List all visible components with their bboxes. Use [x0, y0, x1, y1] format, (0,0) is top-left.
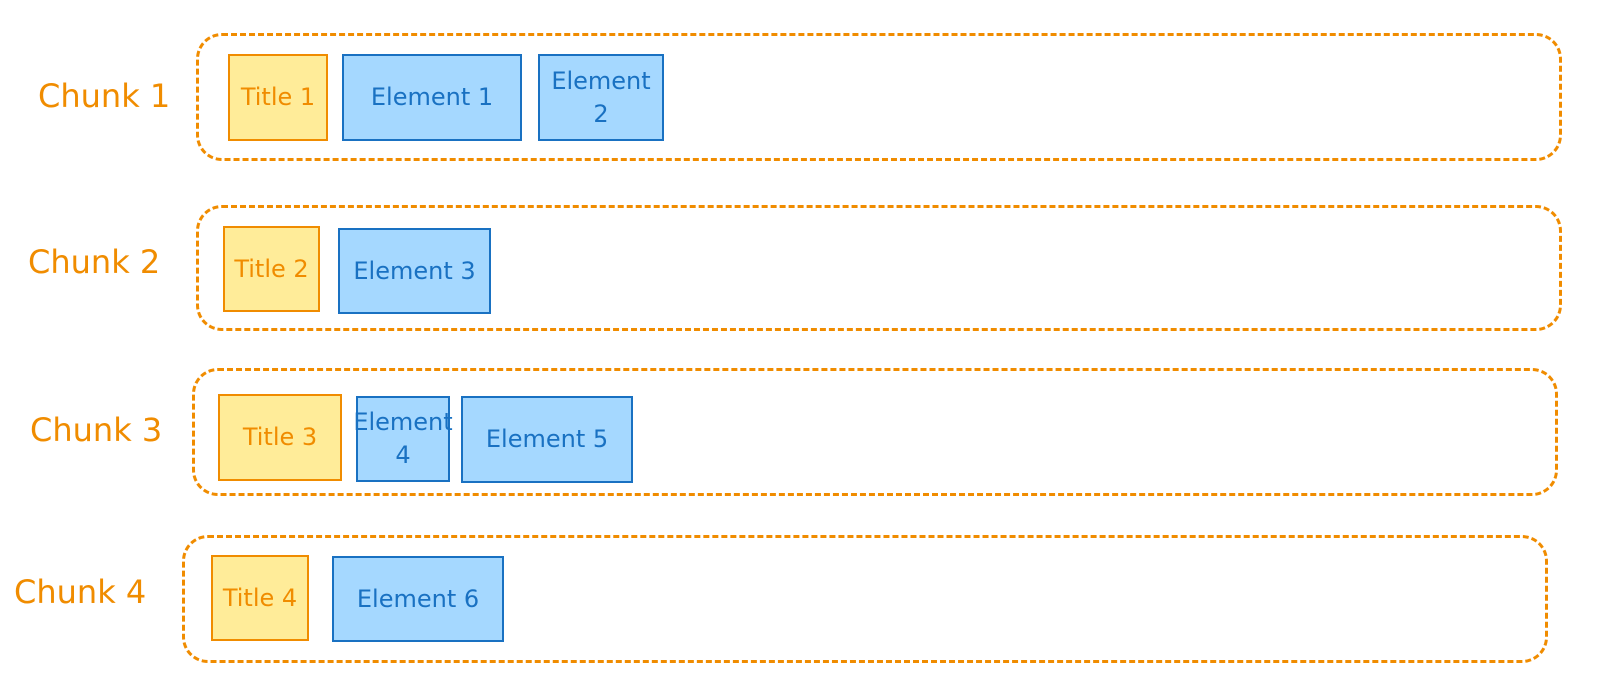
chunk-4-title-box[interactable]: Title 4 — [211, 555, 309, 641]
chunk-3-title-box[interactable]: Title 3 — [218, 394, 342, 481]
chunk-3-element-5-box[interactable]: Element 5 — [461, 396, 633, 483]
chunk-4-element-6-box[interactable]: Element 6 — [332, 556, 504, 642]
chunk-2-label: Chunk 2 — [28, 243, 161, 281]
chunk-4-frame — [182, 535, 1548, 663]
chunk-1-frame — [196, 33, 1562, 161]
chunk-2-frame — [196, 205, 1562, 331]
chunk-4-label: Chunk 4 — [14, 573, 147, 611]
chunk-2-element-3-box[interactable]: Element 3 — [338, 228, 491, 314]
chunk-1-label: Chunk 1 — [38, 77, 171, 115]
chunk-1-title-box[interactable]: Title 1 — [228, 54, 328, 141]
chunk-1-element-2-box[interactable]: Element 2 — [538, 54, 664, 141]
chunk-3-frame — [192, 368, 1558, 496]
chunk-3-label: Chunk 3 — [30, 411, 163, 449]
chunk-2-title-box[interactable]: Title 2 — [223, 226, 320, 312]
chunk-3-element-4-box[interactable]: Element 4 — [353, 396, 453, 482]
chunk-1-element-1-box[interactable]: Element 1 — [342, 54, 522, 141]
